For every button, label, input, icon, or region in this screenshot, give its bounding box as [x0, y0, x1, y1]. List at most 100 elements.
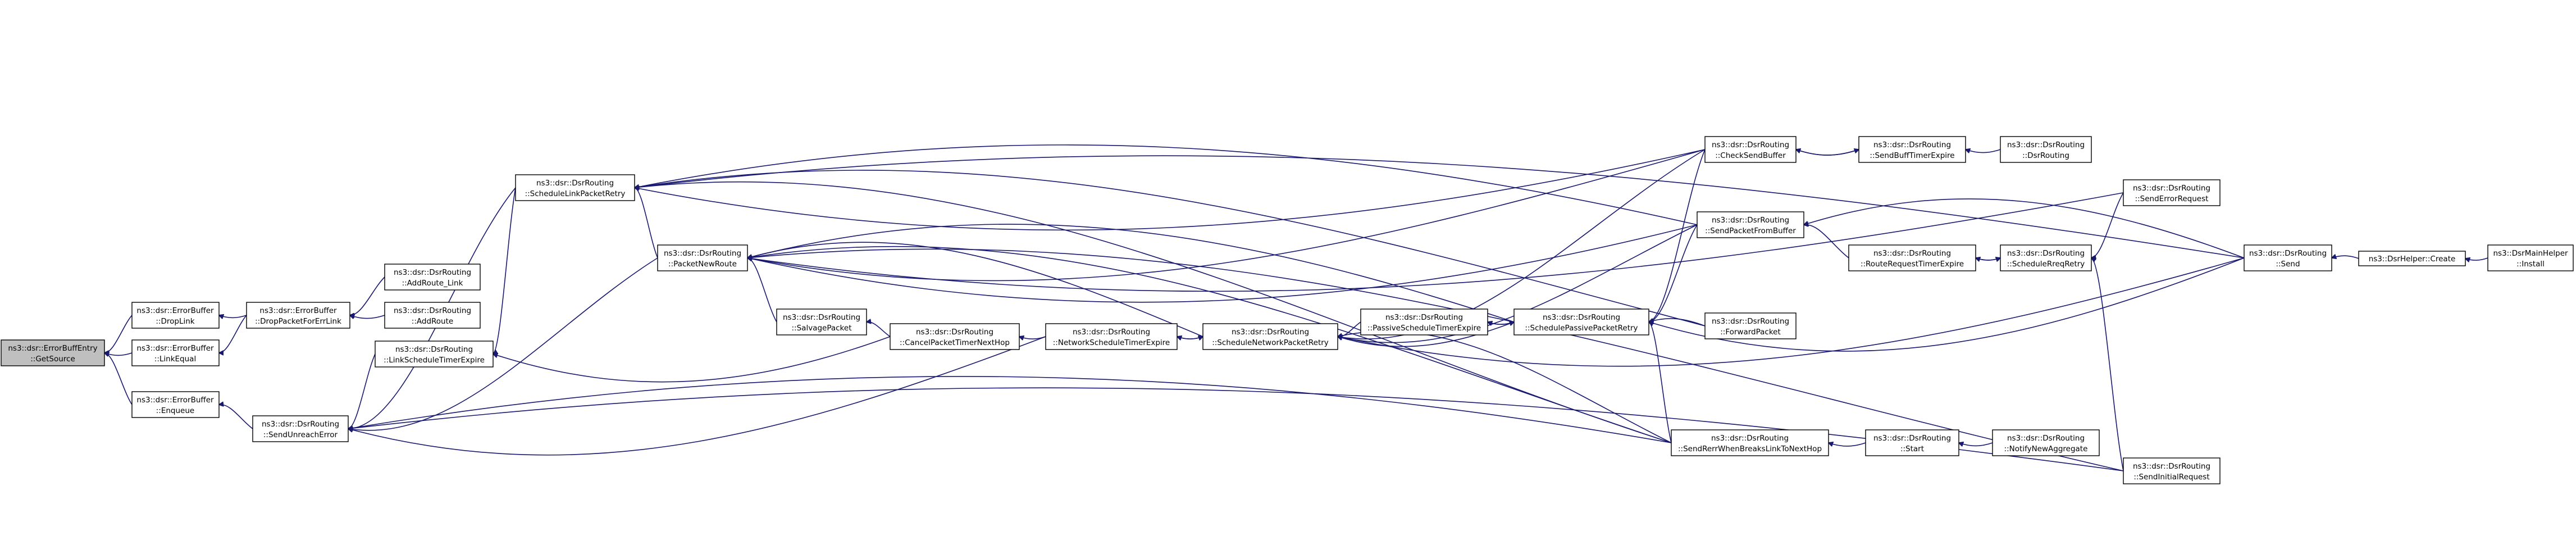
svg-text:ns3::dsr::DsrRouting: ns3::dsr::DsrRouting [2249, 249, 2327, 258]
node-drop-packet-for-err-link[interactable]: ns3::dsr::ErrorBuffer::DropPacketForErrL… [246, 302, 350, 329]
node-send-packet-from-buffer[interactable]: ns3::dsr::DsrRouting::SendPacketFromBuff… [1697, 211, 1804, 238]
node-network-schedule-timer-expire[interactable]: ns3::dsr::DsrRouting::NetworkScheduleTim… [1045, 323, 1178, 350]
svg-text:::CheckSendBuffer: ::CheckSendBuffer [1715, 151, 1786, 160]
edge-drop-packet-for-err-link-to-drop-link [219, 315, 247, 317]
node-route-request-timer-expire[interactable]: ns3::dsr::DsrRouting::RouteRequestTimerE… [1848, 244, 1976, 271]
edge-route-request-timer-expire-to-send-packet-from-buffer [1804, 225, 1849, 258]
svg-text:::SendUnreachError: ::SendUnreachError [263, 430, 338, 439]
svg-text:ns3::dsr::DsrRouting: ns3::dsr::DsrRouting [916, 328, 993, 337]
svg-text:ns3::dsr::DsrRouting: ns3::dsr::DsrRouting [2007, 140, 2085, 149]
edge-send-packet-from-buffer-to-schedule-link-packet-retry [635, 144, 1698, 225]
svg-text:ns3::dsr::DsrRouting: ns3::dsr::DsrRouting [1712, 317, 1789, 326]
node-enqueue[interactable]: ns3::dsr::ErrorBuffer::Enqueue [131, 391, 220, 418]
svg-text:::DsrRouting: ::DsrRouting [2022, 151, 2069, 160]
svg-text:ns3::dsr::DsrRouting: ns3::dsr::DsrRouting [394, 306, 471, 315]
svg-text:ns3::dsr::DsrRouting: ns3::dsr::DsrRouting [783, 313, 860, 322]
node-send-buff-timer-expire[interactable]: ns3::dsr::DsrRouting::SendBuffTimerExpir… [1858, 136, 1966, 163]
node-schedule-rreq-retry[interactable]: ns3::dsr::DsrRouting::ScheduleRreqRetry [2000, 244, 2092, 271]
node-send-initial-request[interactable]: ns3::dsr::DsrRouting::SendInitialRequest [2123, 457, 2221, 484]
node-dsr-routing[interactable]: ns3::dsr::DsrRouting::DsrRouting [2000, 136, 2092, 163]
edge-send-initial-request-to-packet-new-route [747, 248, 2124, 471]
edge-network-schedule-timer-expire-to-send-unreach-error [348, 336, 1046, 456]
edge-check-send-buffer-to-send-buff-timer-expire [1795, 149, 1859, 156]
svg-text:ns3::dsr::DsrRouting: ns3::dsr::DsrRouting [1385, 313, 1463, 322]
node-schedule-network-packet-retry[interactable]: ns3::dsr::DsrRouting::ScheduleNetworkPac… [1202, 323, 1338, 350]
node-salvage-packet[interactable]: ns3::dsr::DsrRouting::SalvagePacket [776, 309, 867, 335]
edge-schedule-link-packet-retry-to-send-unreach-error [348, 187, 516, 429]
node-send-unreach-error[interactable]: ns3::dsr::DsrRouting::SendUnreachError [252, 415, 349, 442]
svg-text:ns3::dsr::DsrRouting: ns3::dsr::DsrRouting [2133, 184, 2210, 193]
edge-check-send-buffer-to-schedule-link-packet-retry [635, 149, 1706, 231]
edge-send-to-schedule-passive-packet-retry [1649, 257, 2245, 352]
node-dsr-helper-create[interactable]: ns3::DsrHelper::Create [2358, 251, 2466, 266]
node-check-send-buffer[interactable]: ns3::dsr::DsrRouting::CheckSendBuffer [1704, 136, 1797, 163]
node-notify-new-aggregate[interactable]: ns3::dsr::DsrRouting::NotifyNewAggregate [1992, 429, 2100, 456]
svg-text:::SchedulePassivePacketRetry: ::SchedulePassivePacketRetry [1525, 324, 1638, 333]
svg-text:ns3::dsr::DsrRouting: ns3::dsr::DsrRouting [1873, 249, 1951, 258]
node-drop-link[interactable]: ns3::dsr::ErrorBuffer::DropLink [131, 302, 220, 329]
svg-text:::SendInitialRequest: ::SendInitialRequest [2133, 473, 2209, 482]
svg-text:::LinkEqual: ::LinkEqual [154, 355, 196, 364]
node-send-rerr-when-breaks-link[interactable]: ns3::dsr::DsrRouting::SendRerrWhenBreaks… [1671, 429, 1829, 456]
node-schedule-passive-packet-retry[interactable]: ns3::dsr::DsrRouting::SchedulePassivePac… [1513, 309, 1649, 335]
svg-text:ns3::dsr::ErrorBuffer: ns3::dsr::ErrorBuffer [136, 306, 214, 315]
node-add-route[interactable]: ns3::dsr::DsrRouting::AddRoute [384, 302, 481, 329]
node-schedule-link-packet-retry[interactable]: ns3::dsr::DsrRouting::ScheduleLinkPacket… [515, 174, 635, 201]
svg-text:::CancelPacketTimerNextHop: ::CancelPacketTimerNextHop [900, 338, 1010, 347]
node-dsr-main-helper-install[interactable]: ns3::DsrMainHelper::Install [2487, 244, 2574, 271]
svg-text:::DropPacketForErrLink: ::DropPacketForErrLink [255, 317, 341, 326]
svg-text:ns3::dsr::DsrRouting: ns3::dsr::DsrRouting [664, 249, 741, 258]
node-cancel-packet-timer-next-hop[interactable]: ns3::dsr::DsrRouting::CancelPacketTimerN… [890, 323, 1020, 350]
node-forward-packet[interactable]: ns3::dsr::DsrRouting::ForwardPacket [1704, 312, 1797, 339]
edge-send-error-request-to-packet-new-route [747, 192, 2124, 292]
edge-send-unreach-error-to-enqueue [219, 405, 253, 429]
svg-text:::NotifyNewAggregate: ::NotifyNewAggregate [2004, 444, 2088, 453]
svg-text:::Start: ::Start [1900, 444, 1924, 453]
svg-text:ns3::DsrMainHelper: ns3::DsrMainHelper [2493, 249, 2568, 258]
svg-text:::LinkScheduleTimerExpire: ::LinkScheduleTimerExpire [384, 356, 485, 365]
svg-text:ns3::dsr::DsrRouting: ns3::dsr::DsrRouting [536, 179, 614, 188]
svg-text:::Install: ::Install [2516, 260, 2545, 269]
node-add-route-link[interactable]: ns3::dsr::DsrRouting::AddRoute_Link [384, 264, 481, 291]
node-get-source[interactable]: ns3::dsr::ErrorBuffEntry::GetSource [1, 339, 105, 366]
node-packet-new-route[interactable]: ns3::dsr::DsrRouting::PacketNewRoute [657, 244, 748, 271]
edge-cancel-packet-timer-next-hop-to-salvage-packet [867, 322, 891, 337]
edge-check-send-buffer-to-packet-new-route [747, 149, 1706, 282]
svg-text:::AddRoute: ::AddRoute [412, 317, 453, 326]
edge-send-rerr-when-breaks-link-to-packet-new-route [747, 246, 1672, 443]
svg-text:::NetworkScheduleTimerExpire: ::NetworkScheduleTimerExpire [1053, 338, 1170, 347]
svg-text:::PassiveScheduleTimerExpire: ::PassiveScheduleTimerExpire [1367, 324, 1481, 333]
svg-text:::PacketNewRoute: ::PacketNewRoute [668, 260, 737, 269]
svg-text:::ScheduleLinkPacketRetry: ::ScheduleLinkPacketRetry [525, 189, 626, 198]
edge-packet-new-route-to-schedule-link-packet-retry [635, 188, 658, 258]
edge-send-to-schedule-link-packet-retry [635, 155, 2245, 258]
node-start[interactable]: ns3::dsr::DsrRouting::Start [1865, 429, 1959, 456]
svg-text:ns3::dsr::DsrRouting: ns3::dsr::DsrRouting [1543, 313, 1620, 322]
node-send-error-request[interactable]: ns3::dsr::DsrRouting::SendErrorRequest [2123, 179, 2221, 206]
svg-text:ns3::dsr::DsrRouting: ns3::dsr::DsrRouting [1873, 434, 1951, 443]
node-passive-schedule-timer-expire[interactable]: ns3::dsr::DsrRouting::PassiveScheduleTim… [1360, 309, 1488, 335]
edge-check-send-buffer-to-schedule-network-packet-retry [1338, 149, 1706, 339]
edge-send-packet-from-buffer-to-packet-new-route [747, 224, 1698, 303]
edge-network-schedule-timer-expire-to-schedule-network-packet-retry [1177, 337, 1203, 339]
edge-send-packet-from-buffer-to-schedule-passive-packet-retry [1649, 224, 1698, 322]
svg-text:::GetSource: ::GetSource [30, 355, 75, 364]
edge-start-to-send-rerr-when-breaks-link [1829, 443, 1866, 446]
edge-packet-new-route-to-send-unreach-error [348, 257, 658, 430]
edge-passive-schedule-timer-expire-to-schedule-passive-packet-retry [1487, 322, 1514, 324]
edge-send-initial-request-to-schedule-rreq-retry [2091, 258, 2124, 471]
edge-schedule-passive-packet-retry-to-packet-new-route [747, 224, 1515, 323]
node-send[interactable]: ns3::dsr::DsrRouting::Send [2244, 244, 2332, 271]
svg-text:ns3::DsrHelper::Create: ns3::DsrHelper::Create [2369, 255, 2456, 264]
edge-schedule-network-packet-retry-to-packet-new-route [747, 242, 1203, 337]
node-link-schedule-timer-expire[interactable]: ns3::dsr::DsrRouting::LinkScheduleTimerE… [375, 341, 494, 368]
svg-text:ns3::dsr::DsrRouting: ns3::dsr::DsrRouting [395, 345, 473, 354]
edge-enqueue-to-get-source [104, 353, 133, 405]
svg-text:ns3::dsr::DsrRouting: ns3::dsr::DsrRouting [1712, 216, 1789, 225]
svg-text:::Send: ::Send [2276, 260, 2300, 269]
svg-text:ns3::dsr::DsrRouting: ns3::dsr::DsrRouting [1873, 140, 1951, 149]
svg-text:::DropLink: ::DropLink [156, 317, 194, 326]
edge-schedule-link-packet-retry-to-link-schedule-timer-expire [493, 187, 516, 354]
edge-forward-packet-to-schedule-passive-packet-retry [1649, 318, 1706, 326]
node-link-equal[interactable]: ns3::dsr::ErrorBuffer::LinkEqual [131, 339, 220, 366]
